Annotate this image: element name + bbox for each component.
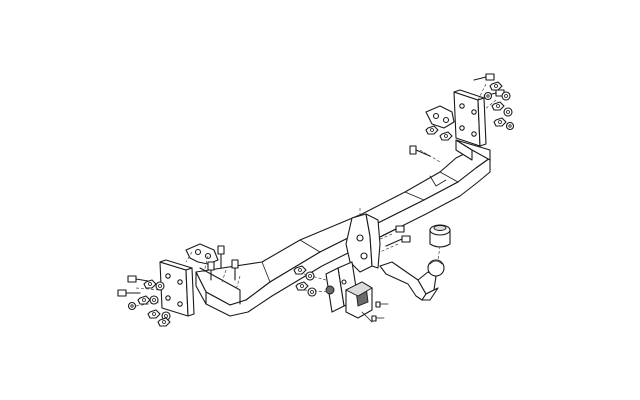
nut-icon (147, 309, 161, 319)
electrical-socket (344, 281, 373, 323)
bolt-icon (381, 225, 405, 237)
tow-ball-neck (379, 259, 445, 301)
washer-icon (305, 271, 315, 281)
bolt-icon (473, 73, 495, 81)
left-bracket (185, 243, 219, 265)
washer-icon (307, 287, 317, 297)
bolt-icon (217, 245, 225, 269)
washer-icon (503, 107, 513, 117)
washer-icon (155, 281, 165, 291)
nut-icon (425, 125, 439, 135)
bolt-icon (385, 235, 411, 247)
bolt-set (117, 73, 505, 322)
nut-icon (143, 279, 157, 289)
crossbar (195, 139, 491, 317)
tow-ball-cap (429, 224, 451, 248)
nut-icon (293, 265, 307, 275)
bolt-icon (371, 315, 385, 322)
bolt-icon (409, 145, 431, 157)
nut-icon (137, 295, 151, 305)
nut-icon (491, 101, 505, 111)
right-bracket (425, 105, 455, 129)
center-bracket (345, 213, 381, 273)
nut-icon (295, 281, 309, 291)
nut-icon (489, 81, 503, 91)
washer-icon (483, 91, 493, 101)
washer-icon (505, 121, 515, 131)
washer-icon (127, 301, 137, 311)
nut-icon (157, 317, 171, 327)
bolt-icon (207, 261, 215, 281)
nut-icon (439, 131, 453, 141)
right-mounting-plate (453, 89, 487, 147)
bolt-icon (375, 301, 389, 308)
left-mounting-plate (159, 259, 195, 317)
bolt-icon (127, 275, 149, 283)
bolt-icon (231, 259, 239, 281)
washer-icon (149, 295, 159, 305)
bolt-icon (117, 289, 141, 297)
nut-icon (493, 117, 507, 127)
nut-washer-set (127, 81, 515, 327)
washer-icon (161, 311, 171, 321)
washer-icon (501, 91, 511, 101)
